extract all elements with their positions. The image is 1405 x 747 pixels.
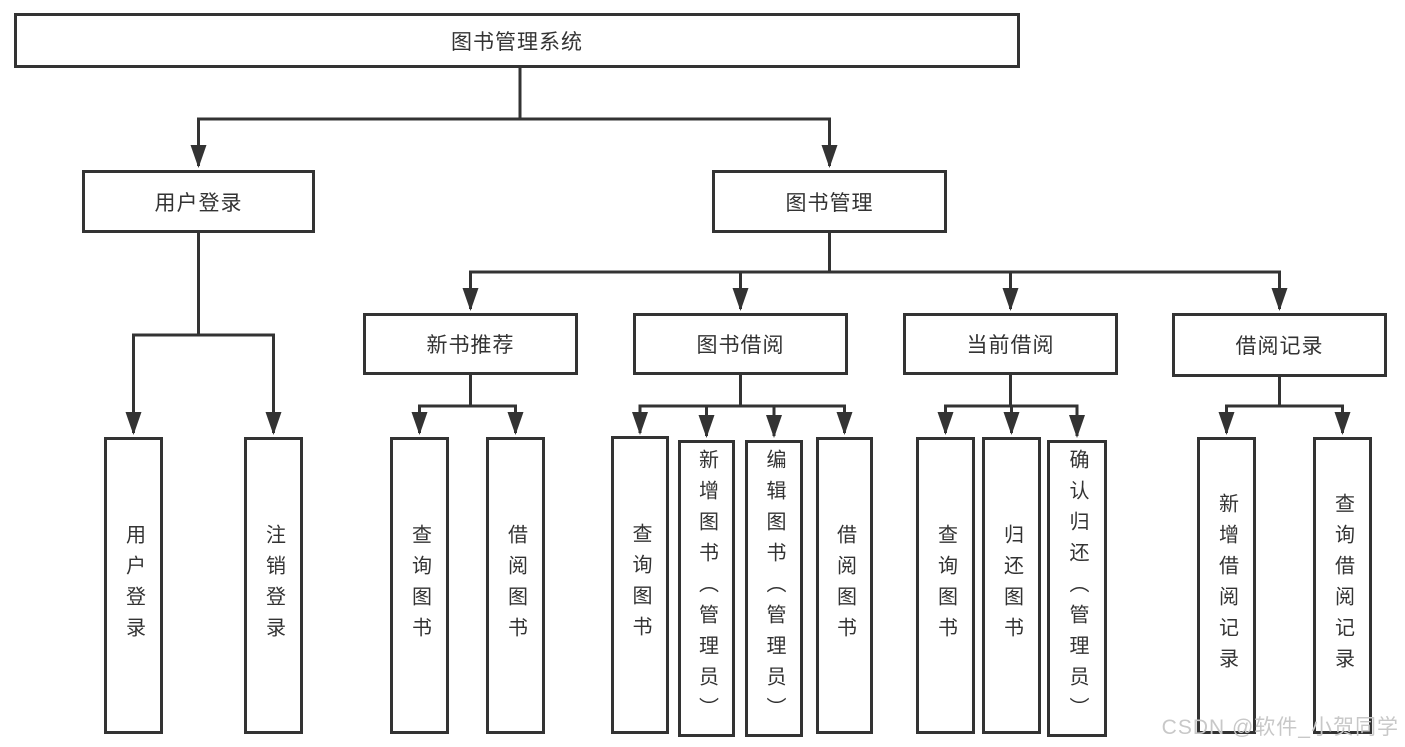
leaf-query-books-current-label: 查询图书	[934, 523, 957, 648]
leaf-borrow-books-borrowing: 借阅图书	[816, 437, 873, 734]
node-library-system-label: 图书管理系统	[451, 30, 583, 54]
leaf-query-books-current: 查询图书	[916, 437, 975, 734]
leaf-query-books-borrowing-label: 查询图书	[629, 523, 651, 647]
leaf-confirm-return-admin-label: 确认归还（管理员）	[1066, 449, 1088, 728]
node-current-borrowing: 当前借阅	[903, 313, 1118, 375]
node-borrowing-records: 借阅记录	[1172, 313, 1387, 377]
node-book-borrowing: 图书借阅	[633, 313, 848, 375]
node-new-book-recommendation: 新书推荐	[363, 313, 578, 375]
node-book-borrowing-label: 图书借阅	[696, 334, 785, 357]
leaf-borrow-books-recommend-label: 借阅图书	[504, 523, 527, 648]
leaf-edit-books-admin-label: 编辑图书（管理员）	[763, 449, 785, 728]
node-book-management-label: 图书管理	[785, 191, 874, 215]
leaf-confirm-return-admin: 确认归还（管理员）	[1047, 440, 1107, 737]
leaf-return-books-label: 归还图书	[1000, 523, 1023, 648]
leaf-add-books-admin: 新增图书（管理员）	[678, 440, 735, 737]
leaf-query-books-recommend-label: 查询图书	[408, 523, 431, 648]
node-book-management: 图书管理	[712, 170, 947, 233]
node-user-login-label: 用户登录	[154, 191, 243, 215]
leaf-logout-login-label: 注销登录	[262, 523, 285, 648]
leaf-query-books-borrowing: 查询图书	[611, 436, 669, 734]
leaf-borrow-books-recommend: 借阅图书	[486, 437, 545, 734]
leaf-logout-login: 注销登录	[244, 437, 303, 734]
leaf-add-borrow-record-label: 新增借阅记录	[1215, 492, 1238, 679]
leaf-borrow-books-borrowing-label: 借阅图书	[833, 523, 856, 648]
leaf-edit-books-admin: 编辑图书（管理员）	[745, 440, 803, 737]
leaf-user-login: 用户登录	[104, 437, 163, 734]
node-user-login: 用户登录	[82, 170, 315, 233]
leaf-query-books-recommend: 查询图书	[390, 437, 449, 734]
watermark: CSDN @软件_小贺同学	[1161, 716, 1399, 739]
leaf-return-books: 归还图书	[982, 437, 1041, 734]
node-borrowing-records-label: 借阅记录	[1235, 335, 1324, 358]
leaf-add-books-admin-label: 新增图书（管理员）	[695, 449, 718, 728]
node-current-borrowing-label: 当前借阅	[966, 334, 1055, 357]
leaf-query-borrow-record-label: 查询借阅记录	[1331, 492, 1354, 679]
node-library-system: 图书管理系统	[14, 13, 1020, 68]
leaf-add-borrow-record: 新增借阅记录	[1197, 437, 1256, 734]
leaf-query-borrow-record: 查询借阅记录	[1313, 437, 1372, 734]
node-new-book-recommendation-label: 新书推荐	[426, 334, 515, 357]
leaf-user-login-label: 用户登录	[122, 523, 145, 648]
